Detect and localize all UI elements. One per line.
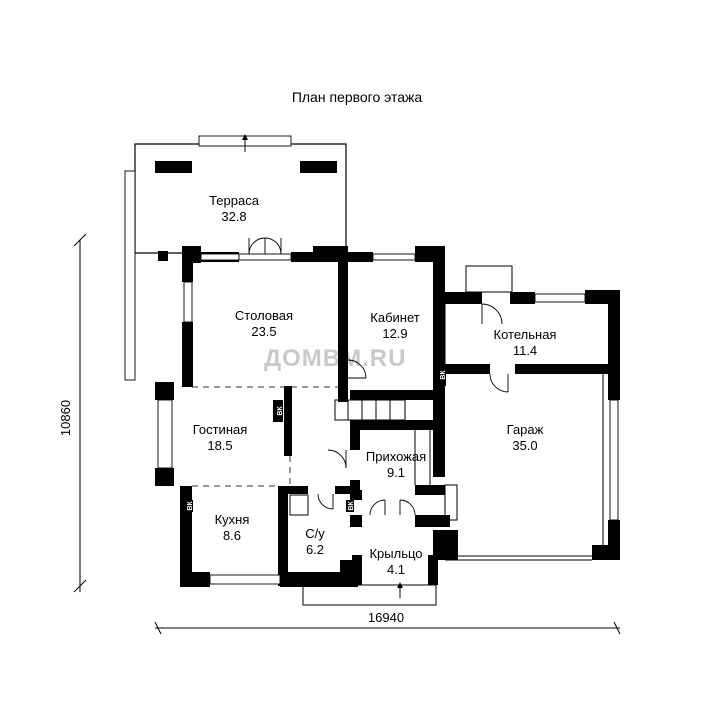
room-name-study: Кабинет: [370, 310, 419, 325]
vent-label: ВК: [348, 501, 355, 511]
room-name-dining: Столовая: [235, 308, 293, 323]
room-area-study: 12.9: [382, 326, 407, 341]
terrace: [124, 134, 347, 381]
windows: [157, 253, 619, 606]
vent-label: ВК: [440, 370, 447, 380]
room-area-porch: 4.1: [387, 562, 405, 577]
room-name-living: Гостиная: [193, 422, 248, 437]
plan-title: План первого этажа: [292, 89, 423, 105]
vent-label: ВК: [277, 406, 284, 416]
room-area-boiler: 11.4: [513, 343, 537, 358]
walls: [155, 246, 620, 587]
vent-blocks: [185, 364, 446, 512]
room-area-bathroom: 6.2: [306, 542, 324, 557]
width-dimension: 16940: [368, 610, 404, 625]
room-area-hall: 9.1: [387, 465, 405, 480]
room-name-hall: Прихожая: [366, 449, 426, 464]
watermark: ДОМВМ.RU: [264, 345, 406, 372]
room-area-dining: 23.5: [251, 324, 276, 339]
room-lines: [192, 304, 604, 560]
height-dimension: 10860: [58, 400, 73, 436]
room-name-kitchen: Кухня: [215, 512, 250, 527]
doors: [238, 237, 509, 516]
vent-label: ВК: [187, 501, 194, 511]
room-name-bathroom: С/у: [305, 526, 325, 541]
vent-labels: ВК ВК ВК ВК: [187, 370, 447, 511]
room-name-porch: Крыльцо: [369, 546, 422, 561]
dimension-width: 16940: [154, 610, 621, 635]
room-name-garage: Гараж: [507, 422, 544, 437]
room-area-living: 18.5: [207, 438, 232, 453]
dimension-height: 10860: [58, 233, 87, 593]
room-area-terrace: 32.8: [221, 209, 246, 224]
room-area-kitchen: 8.6: [223, 528, 241, 543]
room-name-boiler: Котельная: [494, 327, 557, 342]
room-name-terrace: Терраса: [209, 193, 260, 208]
room-area-garage: 35.0: [512, 438, 537, 453]
room-labels: Терраса 32.8 Столовая 23.5 Кабинет 12.9 …: [193, 193, 557, 577]
